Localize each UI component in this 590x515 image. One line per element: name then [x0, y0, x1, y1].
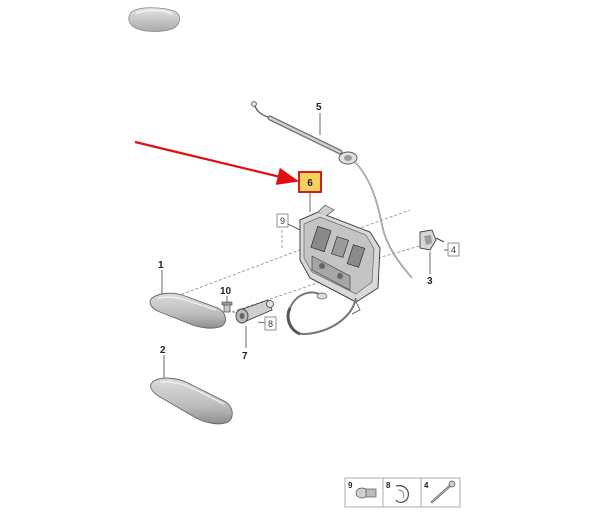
label-part-6[interactable]: 6	[307, 178, 313, 189]
handle-carrier-housing	[299, 204, 381, 315]
bracket-clip	[419, 229, 445, 251]
boxed-label-8[interactable]: 8	[264, 316, 277, 331]
label-part-2[interactable]: 2	[160, 345, 166, 356]
label-part-7[interactable]: 7	[242, 351, 248, 362]
release-cable-loop	[286, 291, 357, 336]
door-handle-front	[149, 292, 226, 329]
fastener-cell-4[interactable]: 4	[424, 480, 456, 504]
lock-cylinder	[235, 299, 274, 324]
label-part-4[interactable]: 4	[451, 245, 456, 255]
fastener-cell-8[interactable]: 8	[386, 481, 410, 504]
pointer-arrow	[134, 140, 300, 185]
door-handle-rear	[150, 377, 233, 425]
bolt-icon	[355, 487, 377, 499]
label-part-3[interactable]: 3	[427, 276, 433, 287]
boxed-label-9[interactable]: 9	[276, 213, 289, 228]
clip-icon	[395, 484, 410, 504]
label-part-8[interactable]: 8	[268, 319, 273, 329]
label-part-10[interactable]: 10	[220, 286, 232, 297]
label-part-1[interactable]: 1	[158, 260, 164, 271]
leader-lines	[161, 113, 448, 378]
fastener-table: 9 8 4	[344, 477, 461, 508]
label-part-9[interactable]: 9	[280, 216, 285, 226]
thumbnail-part	[128, 7, 180, 32]
highlighted-label-part-6[interactable]: 6	[298, 171, 322, 193]
fastener-label-4: 4	[424, 481, 429, 490]
fastener-label-8: 8	[386, 481, 391, 490]
screw-icon	[430, 480, 456, 504]
boxed-label-4[interactable]: 4	[447, 242, 460, 257]
fastener-cell-9[interactable]: 9	[348, 481, 377, 499]
bowden-cable	[251, 101, 413, 279]
fastener-label-9: 9	[348, 481, 353, 490]
label-part-5[interactable]: 5	[316, 102, 322, 113]
